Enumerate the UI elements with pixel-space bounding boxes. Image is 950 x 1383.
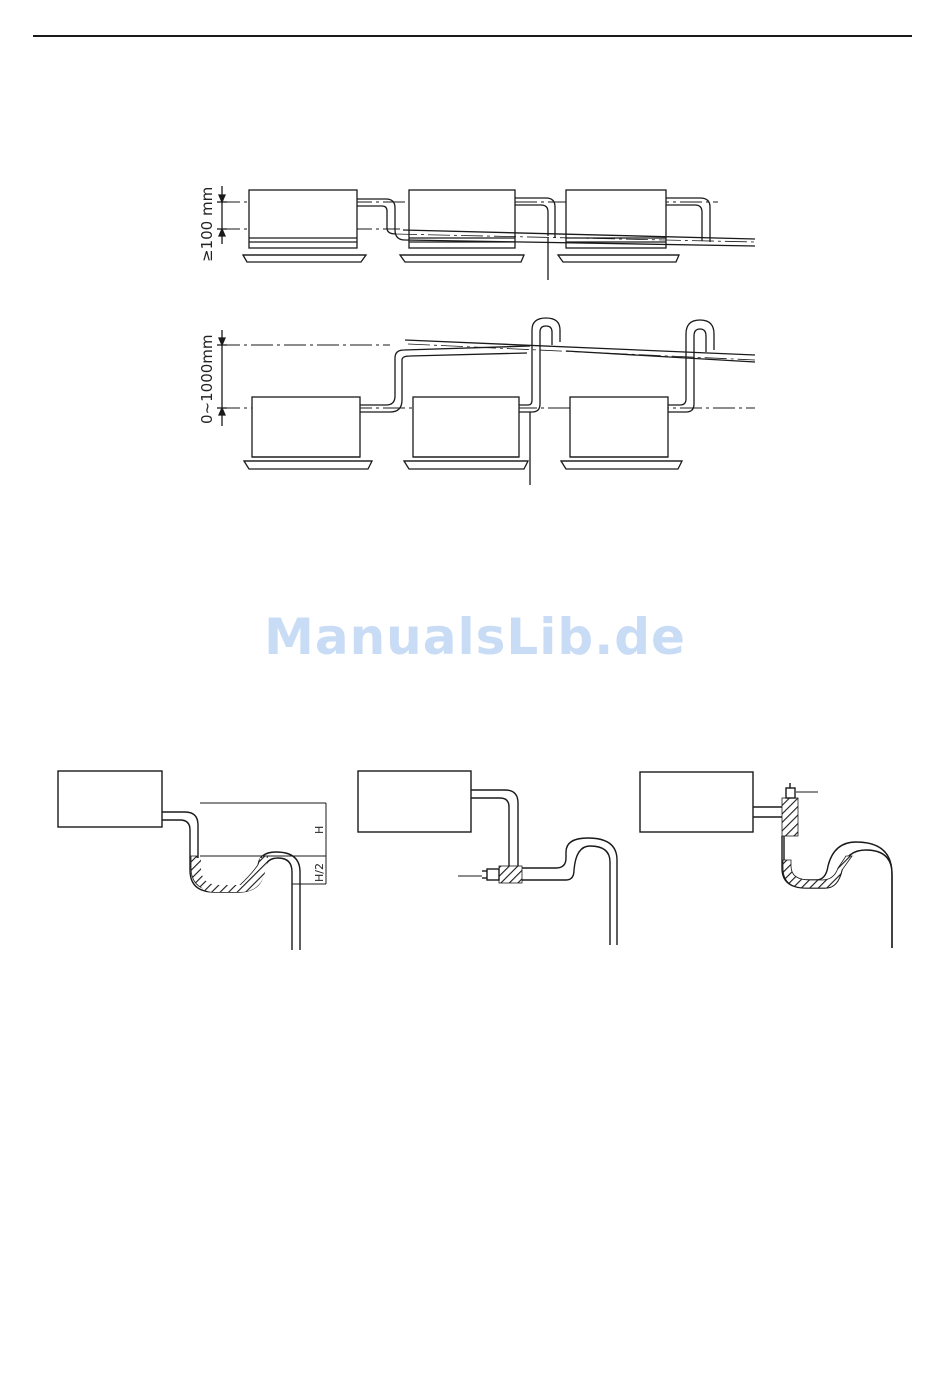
dimension-lift-range [217,330,227,426]
trap-diagram-left [58,771,326,950]
unit-box-left [58,771,162,827]
indoor-unit-5 [404,397,528,469]
dimension-min-height [217,186,227,244]
indoor-unit-6 [561,397,682,469]
drain-diagram-top [217,186,755,280]
trap-height-label: H [313,826,326,834]
watermark: ManualsLib.de [0,608,950,666]
dimension-lift-label: 0~1000mm [198,334,216,424]
indoor-unit-1 [243,190,366,262]
vent-plug-hatch [782,798,798,836]
drain-diagram-middle [217,318,755,485]
indoor-unit-2 [400,190,524,262]
indoor-unit-4 [244,397,372,469]
dimension-min-label: ≥100 mm [198,187,216,262]
trap-half-height-label: H/2 [313,863,326,882]
unit-box-middle [358,771,471,832]
trap-diagram-middle [358,771,617,945]
trap-diagram-right [640,772,892,948]
indoor-unit-3 [558,190,679,262]
unit-box-right [640,772,753,832]
drain-plug-hatch [499,866,522,883]
